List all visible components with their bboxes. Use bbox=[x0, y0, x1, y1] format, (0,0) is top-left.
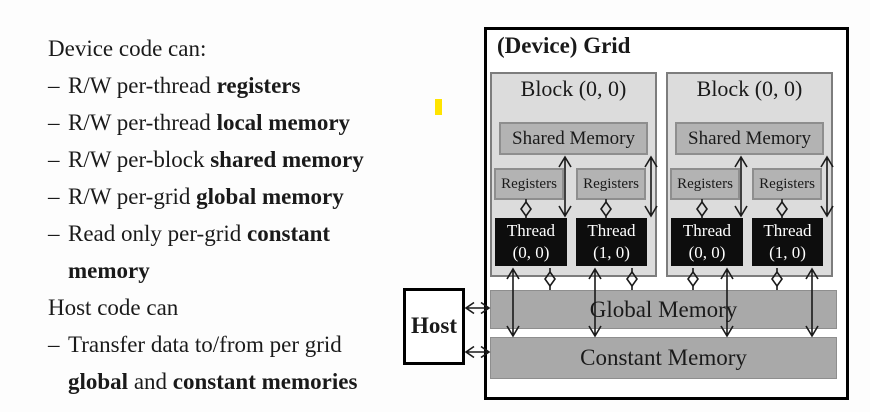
thread-label-line2: (0, 0) bbox=[512, 243, 550, 262]
thread-label-line1: Thread bbox=[587, 221, 636, 240]
yellow-marker bbox=[435, 99, 442, 115]
thread-box: Thread (1, 0) bbox=[576, 218, 647, 266]
global-memory-band: Global Memory bbox=[490, 290, 837, 329]
thread-box: Thread (0, 0) bbox=[495, 218, 567, 266]
thread-box: Thread (1, 0) bbox=[752, 218, 823, 266]
registers-bar: Registers bbox=[752, 168, 822, 200]
bullet-dash: – bbox=[48, 332, 60, 357]
bullet-constant-memory: –Read only per-grid constant memory bbox=[48, 215, 400, 289]
left-panel: Device code can: –R/W per-thread registe… bbox=[48, 30, 400, 400]
bullet-local-memory: –R/W per-thread local memory bbox=[48, 104, 400, 141]
bullet-dash: – bbox=[48, 73, 60, 98]
host-label: Host bbox=[411, 313, 457, 338]
bullet-text-bold: shared memory bbox=[210, 147, 364, 172]
bullet-text-bold: global bbox=[68, 369, 129, 394]
thread-box: Thread (0, 0) bbox=[671, 218, 743, 266]
device-code-heading: Device code can: bbox=[48, 36, 207, 61]
constant-memory-band: Constant Memory bbox=[490, 337, 837, 379]
bullet-text-bold: constant memories bbox=[172, 369, 358, 394]
thread-label-line2: (1, 0) bbox=[769, 243, 806, 262]
bullet-transfer-data: –Transfer data to/from per grid global a… bbox=[48, 326, 400, 400]
bullet-text: R/W per-grid bbox=[68, 184, 197, 209]
thread-label-line1: Thread bbox=[682, 221, 732, 240]
host-box: Host bbox=[403, 288, 465, 365]
bullet-registers: –R/W per-thread registers bbox=[48, 67, 400, 104]
bullet-text: Transfer data to/from per grid bbox=[68, 332, 342, 357]
block-title: Block (0, 0) bbox=[696, 76, 803, 101]
bullet-global-memory: –R/W per-grid global memory bbox=[48, 178, 400, 215]
thread-label-line1: Thread bbox=[506, 221, 556, 240]
bullet-text: R/W per-block bbox=[68, 147, 211, 172]
bullet-text: and bbox=[128, 369, 173, 394]
bullet-text: Read only per-grid bbox=[68, 221, 248, 246]
bullet-text-bold: registers bbox=[216, 73, 301, 98]
thread-label-line2: (0, 0) bbox=[688, 243, 726, 262]
registers-bar: Registers bbox=[670, 168, 740, 200]
shared-memory-bar: Shared Memory bbox=[499, 122, 648, 155]
bullet-text-bold: constant memory bbox=[68, 221, 331, 283]
bullet-text-bold: local memory bbox=[216, 110, 351, 135]
bullet-text-bold: global memory bbox=[196, 184, 344, 209]
bullet-text: R/W per-thread bbox=[68, 73, 217, 98]
block-1: Block (0, 0) Shared Memory Registers Reg… bbox=[666, 72, 833, 277]
bullet-text: R/W per-thread bbox=[68, 110, 217, 135]
bullet-dash: – bbox=[48, 184, 60, 209]
registers-bar: Registers bbox=[576, 168, 646, 200]
block-title: Block (0, 0) bbox=[520, 76, 627, 101]
registers-bar: Registers bbox=[494, 168, 564, 200]
bullet-dash: – bbox=[48, 221, 60, 246]
thread-label-line2: (1, 0) bbox=[593, 243, 630, 262]
block-0: Block (0, 0) Shared Memory Registers Reg… bbox=[490, 72, 657, 277]
bullet-dash: – bbox=[48, 147, 60, 172]
device-grid-box: (Device) Grid Block (0, 0) Shared Memory… bbox=[484, 27, 849, 400]
bullet-shared-memory: –R/W per-block shared memory bbox=[48, 141, 400, 178]
bullet-dash: – bbox=[48, 110, 60, 135]
thread-label-line1: Thread bbox=[763, 221, 812, 240]
host-code-heading: Host code can bbox=[48, 295, 179, 320]
grid-title: (Device) Grid bbox=[497, 33, 631, 58]
shared-memory-bar: Shared Memory bbox=[675, 122, 824, 155]
